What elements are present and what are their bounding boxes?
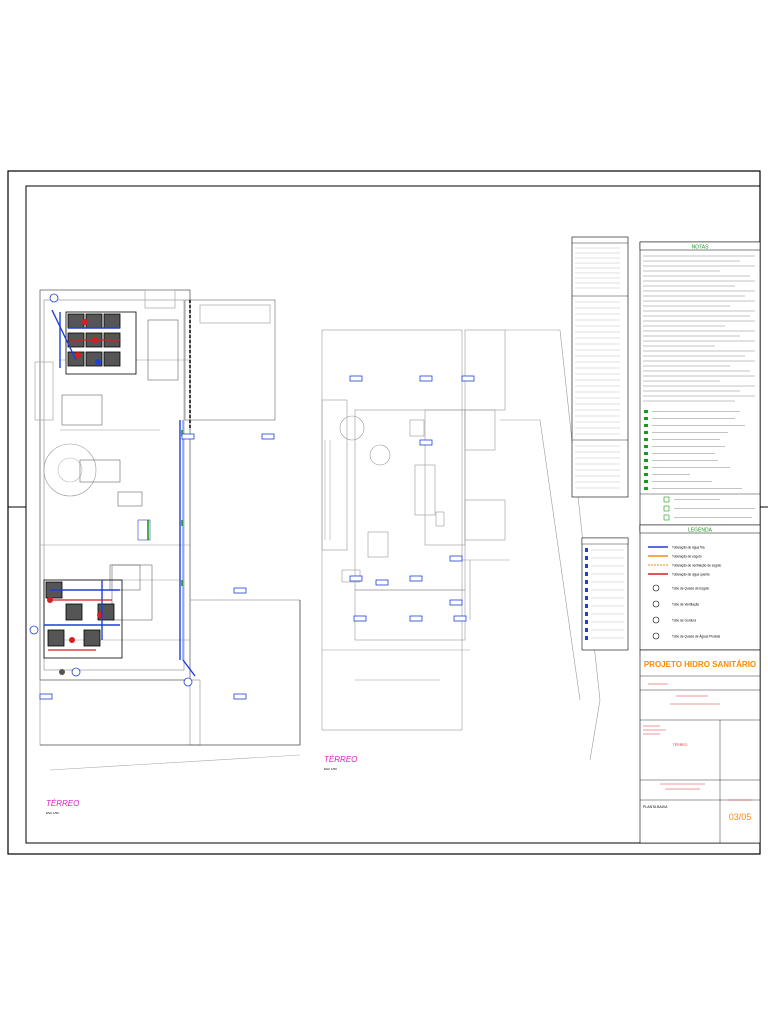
- hot-water-pipes: [48, 339, 120, 651]
- legend-item: Tubo de Ventilação: [672, 603, 699, 607]
- legend-item: Tubulação de ventilação de esgoto: [672, 564, 722, 568]
- title-block: PROJETO HIDRO SANITÁRIO TÉRREO PLANTA BA…: [639, 649, 761, 844]
- symbol-legend-small: [581, 537, 629, 651]
- drawing-label-right: TÉRREO: [324, 755, 357, 764]
- bathroom-fixture-grid-top: [65, 311, 137, 375]
- fixture-schedule-table: [571, 236, 629, 498]
- floor-plan-left: [34, 289, 301, 771]
- sewer-pipes: [147, 430, 183, 586]
- legend-item: Tubo de Gordura: [672, 619, 696, 623]
- project-title: PROJETO HIDRO SANITÁRIO: [644, 660, 756, 669]
- legend-item: Tubulação de esgoto: [672, 555, 702, 559]
- legend-symbol-circle: [652, 632, 660, 640]
- legend-symbol-circle: [652, 584, 660, 592]
- pipe-tags-right: [349, 375, 475, 622]
- floor-plan-right: [321, 329, 601, 761]
- sheet-title: PLANTA BAIXA: [643, 805, 668, 809]
- legend-item: Tubo de Queda de Águas Pluviais: [672, 635, 721, 639]
- legend-item: Tubulação de água fria: [672, 546, 705, 550]
- legend-symbol-circle: [652, 600, 660, 608]
- legend-item: Tubulação de água quente: [672, 573, 710, 577]
- phase-label: TÉRREO: [673, 742, 688, 747]
- cold-water-pipes: [44, 309, 196, 677]
- bathroom-fixture-grid-bottom: [43, 579, 123, 675]
- drawing-label-left: TÉRREO: [46, 799, 79, 808]
- legend-header: LEGENDA: [688, 528, 713, 534]
- notes-header: NOTAS: [692, 245, 710, 251]
- drawing-scale-left: ESC 1/50: [46, 811, 59, 815]
- drawing-scale-right: ESC 1/50: [324, 767, 337, 771]
- pipe-tags-left: [29, 293, 275, 700]
- legend-item: Tubo de Queda de Esgoto: [672, 587, 710, 591]
- legend-panel: LEGENDA Tubulação de água fria Tubulação…: [639, 524, 761, 651]
- legend-symbol-circle: [652, 616, 660, 624]
- sheet-number: 03/05: [729, 812, 752, 822]
- notes-panel: NOTAS: [639, 241, 761, 531]
